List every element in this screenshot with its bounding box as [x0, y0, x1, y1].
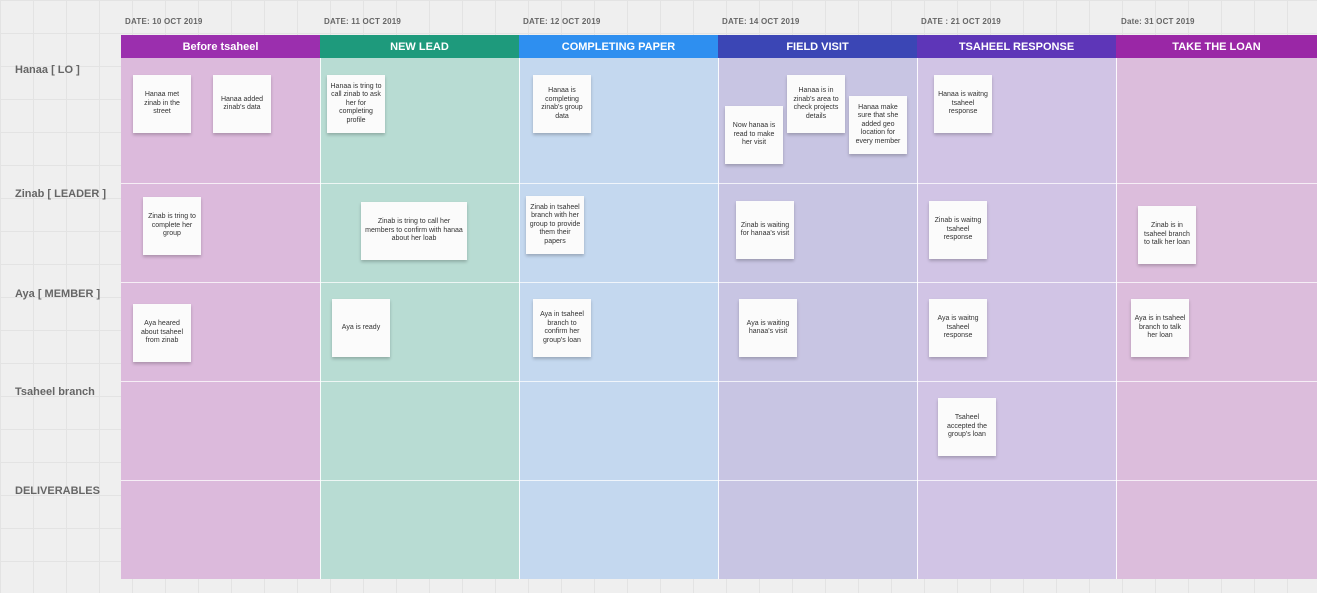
row-label-zinab: Zinab [ LEADER ]: [15, 188, 107, 200]
sticky-note[interactable]: Zinab is waiting for hanaa's visit: [736, 201, 794, 259]
sticky-note[interactable]: Now hanaa is read to make her visit: [725, 106, 783, 164]
column-header-tsaheel-response[interactable]: TSAHEEL RESPONSE: [917, 35, 1116, 58]
sticky-note[interactable]: Hanaa make sure that she added geo locat…: [849, 96, 907, 154]
sticky-note[interactable]: Zinab is waitng tsaheel response: [929, 201, 987, 259]
sticky-note[interactable]: Aya heared about tsaheel from zinab: [133, 304, 191, 362]
sticky-note[interactable]: Aya in tsaheel branch to confirm her gro…: [533, 299, 591, 357]
column-header-completing-paper[interactable]: COMPLETING PAPER: [519, 35, 718, 58]
column-divider: [320, 35, 321, 579]
sticky-note[interactable]: Hanaa is in zinab's area to check projec…: [787, 75, 845, 133]
column-date: DATE : 21 OCT 2019: [921, 17, 1001, 26]
column-divider: [519, 35, 520, 579]
column-divider: [718, 35, 719, 579]
column-divider: [1116, 35, 1117, 579]
sticky-note[interactable]: Tsaheel accepted the group's loan: [938, 398, 996, 456]
sticky-note[interactable]: Zinab in tsaheel branch with her group t…: [526, 196, 584, 254]
sticky-note[interactable]: Hanaa met zinab in the street: [133, 75, 191, 133]
sticky-note[interactable]: Aya is ready: [332, 299, 390, 357]
sticky-note[interactable]: Hanaa is completing zinab's group data: [533, 75, 591, 133]
column-date: Date: 31 OCT 2019: [1121, 17, 1195, 26]
row-label-hanaa: Hanaa [ LO ]: [15, 64, 80, 76]
row-divider: [121, 183, 1317, 184]
row-label-aya: Aya [ MEMBER ]: [15, 288, 101, 300]
sticky-note[interactable]: Aya is waiting hanaa's visit: [739, 299, 797, 357]
column-date: DATE: 11 OCT 2019: [324, 17, 402, 26]
sticky-note[interactable]: Hanaa is tring to call zinab to ask her …: [327, 75, 385, 133]
row-label-deliverables: DELIVERABLES: [15, 485, 100, 497]
column-date: DATE: 14 OCT 2019: [722, 17, 800, 26]
sticky-note[interactable]: Zinab is in tsaheel branch to talk her l…: [1138, 206, 1196, 264]
column-divider: [917, 35, 918, 579]
sticky-note[interactable]: Aya is in tsaheel branch to talk her loa…: [1131, 299, 1189, 357]
row-divider: [121, 381, 1317, 382]
sticky-note[interactable]: Hanaa is waitng tsaheel response: [934, 75, 992, 133]
column-header-new-lead[interactable]: NEW LEAD: [320, 35, 519, 58]
sticky-note[interactable]: Aya is waitng tsaheel response: [929, 299, 987, 357]
row-label-tsaheel-branch: Tsaheel branch: [15, 386, 95, 398]
sticky-note[interactable]: Zinab is tring to call her members to co…: [361, 202, 467, 260]
column-date: DATE: 12 OCT 2019: [523, 17, 601, 26]
column-date: DATE: 10 OCT 2019: [125, 17, 203, 26]
sticky-note[interactable]: Hanaa added zinab's data: [213, 75, 271, 133]
column-header-field-visit[interactable]: FIELD VISIT: [718, 35, 917, 58]
column-header-take-the-loan[interactable]: TAKE THE LOAN: [1116, 35, 1317, 58]
row-divider: [121, 480, 1317, 481]
column-header-before-tsaheel[interactable]: Before tsaheel: [121, 35, 320, 58]
row-divider: [121, 282, 1317, 283]
sticky-note[interactable]: Zinab is tring to complete her group: [143, 197, 201, 255]
